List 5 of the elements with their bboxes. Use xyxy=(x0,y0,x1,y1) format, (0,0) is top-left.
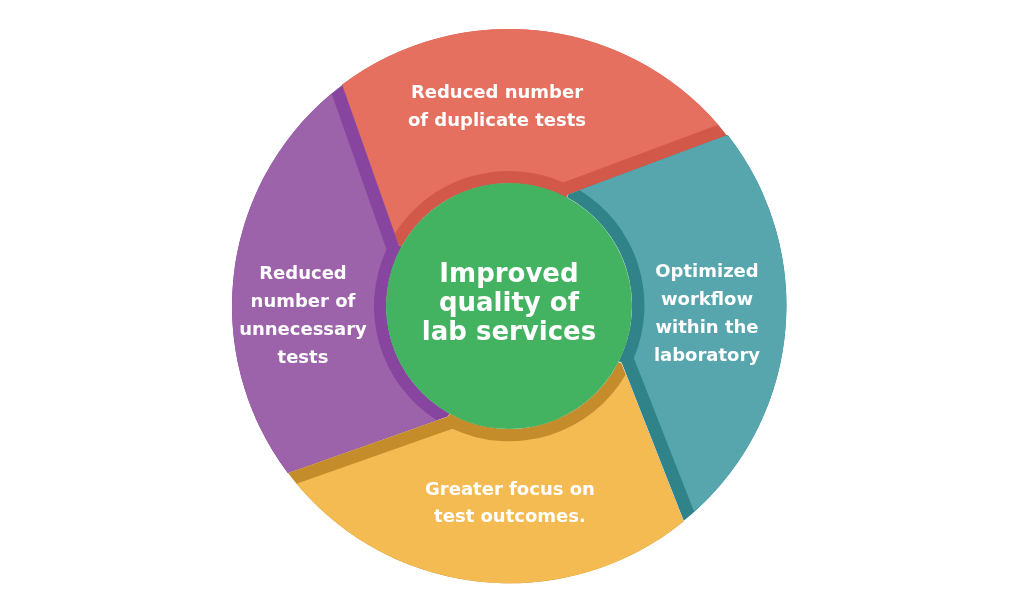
segment-label: Reduced number of duplicate tests xyxy=(406,80,588,132)
center-label: Improved quality of lab services xyxy=(420,258,598,346)
segment-label: Reduced number of unnecessary tests xyxy=(238,261,368,369)
segment-label: Optimized workflow within the laboratory xyxy=(652,259,762,367)
segment-label: Greater focus on test outcomes. xyxy=(424,477,596,528)
